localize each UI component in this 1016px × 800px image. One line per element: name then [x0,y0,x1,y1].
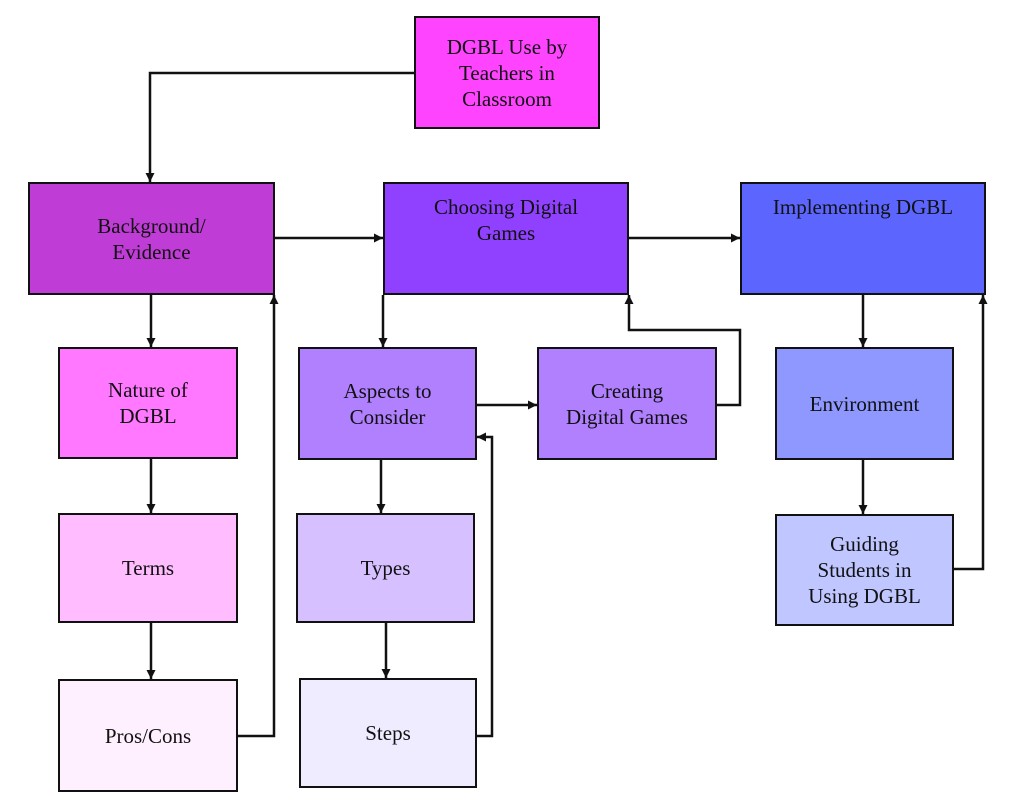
node-choosing-digital-games: Choosing Digital Games [383,182,629,295]
node-dgbl-use: DGBL Use by Teachers in Classroom [414,16,600,129]
node-environment: Environment [775,347,954,460]
node-implementing-dgbl: Implementing DGBL [740,182,986,295]
node-background-evidence: Background/ Evidence [28,182,275,295]
arrow-steps-to-aspects [477,432,494,738]
node-creating-digital-games: Creating Digital Games [537,347,717,460]
arrow-pros-cons-to-background [238,295,279,738]
node-steps: Steps [299,678,477,788]
arrow-creating-to-choosing [624,295,742,407]
node-guiding-students: Guiding Students in Using DGBL [775,514,954,626]
node-terms: Terms [58,513,238,623]
node-pros-cons: Pros/Cons [58,679,238,792]
node-nature-of-dgbl: Nature of DGBL [58,347,238,459]
node-aspects-to-consider: Aspects to Consider [298,347,477,460]
node-types: Types [296,513,475,623]
arrow-root-to-background [145,71,414,182]
arrow-guiding-to-implementing [954,295,988,571]
